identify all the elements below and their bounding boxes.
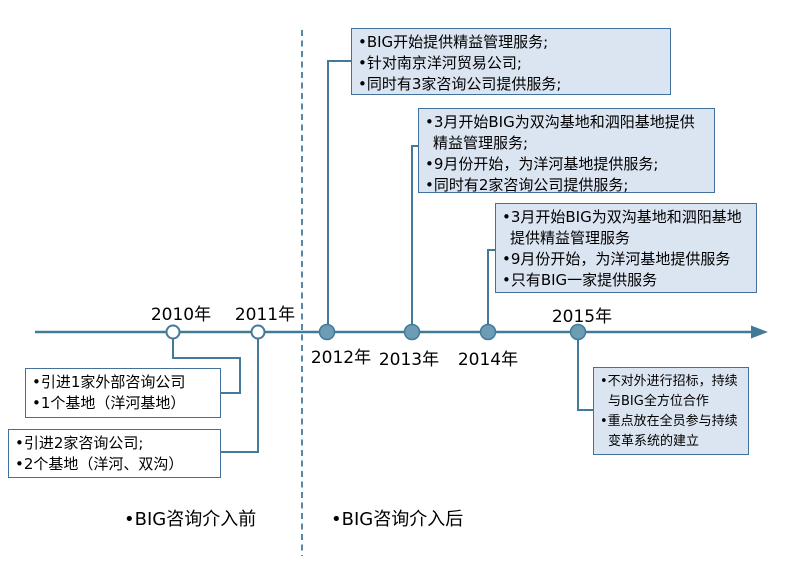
callout-pre2011-line1: •引进2家咨询公司;: [15, 434, 144, 452]
callout-pre2011-line2: •2个基地（洋河、双沟）: [15, 455, 184, 473]
callout-2013-line3: •同时有2家咨询公司提供服务;: [425, 176, 629, 193]
year-label-2013: 2013年: [378, 350, 440, 370]
connector-2013: [411, 145, 418, 332]
callout-2015-line1: •不对外进行招标，持续与BIG全方位合作: [600, 374, 738, 409]
callout-2014-line1: •3月开始BIG为双沟基地和泗阳基地提供精益管理服务: [502, 208, 742, 247]
connector-2011: [220, 334, 259, 453]
callout-2012-line2: •针对南京洋河贸易公司;: [358, 54, 522, 72]
connector-2015: [577, 332, 593, 411]
timeline-arrowhead: [751, 325, 768, 339]
year-label-2014: 2014年: [457, 350, 519, 370]
callout-2015-line2: •重点放在全员参与持续变革系统的建立: [600, 414, 738, 449]
callout-2015: •不对外进行招标，持续与BIG全方位合作 •重点放在全员参与持续变革系统的建立: [593, 367, 749, 455]
year-marker-2010: [165, 324, 181, 340]
callout-2014-line3: •只有BIG一家提供服务: [502, 271, 658, 289]
year-label-2011: 2011年: [234, 305, 296, 325]
callout-2012: •BIG开始提供精益管理服务; •针对南京洋河贸易公司; •同时有3家咨询公司提…: [351, 28, 671, 95]
callout-2012-line1: •BIG开始提供精益管理服务;: [358, 33, 549, 51]
callout-2014-line2: •9月份开始，为洋河基地提供服务: [502, 250, 731, 268]
year-marker-2011: [250, 324, 266, 340]
callout-2013-line1: •3月开始BIG为双沟基地和泗阳基地提供精益管理服务;: [425, 113, 695, 152]
year-label-2012: 2012年: [310, 348, 372, 368]
year-marker-2012: [318, 323, 336, 341]
year-marker-2014: [479, 323, 497, 341]
connector-2014: [487, 249, 495, 332]
callout-2012-line3: •同时有3家咨询公司提供服务;: [358, 75, 562, 93]
callout-2013: •3月开始BIG为双沟基地和泗阳基地提供精益管理服务; •9月份开始，为洋河基地…: [418, 108, 715, 193]
connector-2012: [327, 60, 351, 332]
year-marker-2013: [403, 323, 421, 341]
callout-pre2010-line2: •1个基地（洋河基地）: [32, 394, 186, 412]
connector-2010: [172, 334, 241, 394]
callout-pre2010-line1: •引进1家外部咨询公司: [32, 373, 186, 391]
year-label-2010: 2010年: [150, 305, 212, 325]
callout-pre2010: •引进1家外部咨询公司 •1个基地（洋河基地）: [25, 368, 221, 418]
callout-pre2011: •引进2家咨询公司; •2个基地（洋河、双沟）: [8, 429, 221, 478]
callout-2014: •3月开始BIG为双沟基地和泗阳基地提供精益管理服务 •9月份开始，为洋河基地提…: [495, 203, 757, 293]
year-label-2015: 2015年: [551, 307, 613, 327]
phase-label-before: •BIG咨询介入前: [124, 509, 257, 530]
phase-label-after: •BIG咨询介入后: [331, 509, 464, 530]
callout-2013-line2: •9月份开始，为洋河基地提供服务;: [425, 155, 659, 173]
year-marker-2015: [569, 323, 587, 341]
